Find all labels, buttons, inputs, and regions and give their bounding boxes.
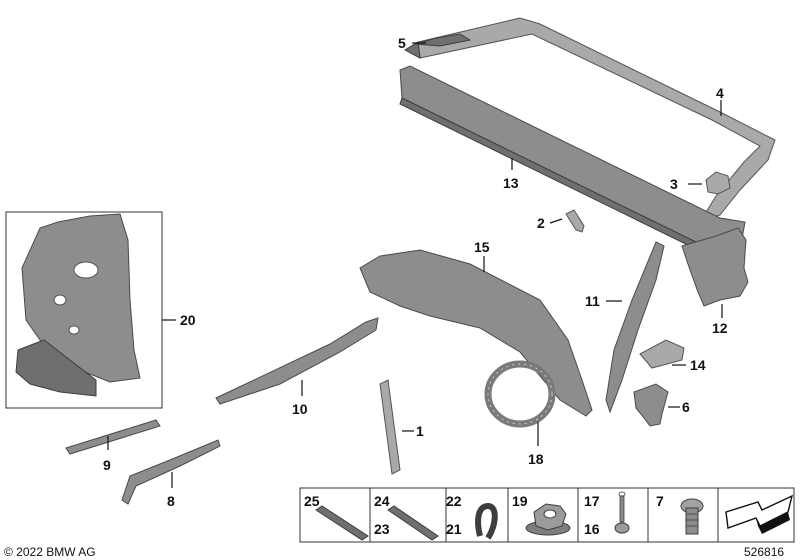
callout-12: 12: [712, 320, 728, 336]
part-number-19: 19: [512, 493, 528, 509]
part-number-24: 24: [374, 493, 390, 509]
strip-part-9[interactable]: [65, 419, 161, 455]
trim-piece-part-5[interactable]: [415, 33, 472, 47]
strip-cell-part-24-23[interactable]: [387, 505, 439, 541]
strip-part-8[interactable]: [121, 439, 221, 505]
direction-arrow-icon: [725, 494, 794, 534]
callout-10: 10: [292, 401, 308, 417]
callout-18: 18: [528, 451, 544, 467]
strip-cell-part-25[interactable]: [315, 505, 369, 541]
callout-1: 1: [416, 423, 424, 439]
part-number-25: 25: [304, 493, 320, 509]
part-number-23: 23: [374, 521, 390, 537]
callout-3: 3: [670, 176, 678, 192]
trim-strip-part-11[interactable]: [605, 241, 665, 414]
callout-2: 2: [537, 215, 545, 231]
bracket-part-3[interactable]: [705, 171, 731, 195]
rear-shelf-panel-part-13[interactable]: [399, 65, 746, 257]
small-parts-strip: [299, 487, 795, 543]
nut-icon-part-19[interactable]: [525, 503, 571, 536]
clip-part-2[interactable]: [565, 209, 585, 233]
part-number-21: 21: [446, 521, 462, 537]
copyright-text: © 2022 BMW AG: [4, 545, 96, 559]
trim-cover-part-14[interactable]: [639, 339, 685, 369]
callout-15: 15: [474, 239, 490, 255]
part-number-22: 22: [446, 493, 462, 509]
part-number-16: 16: [584, 521, 600, 537]
callout-6: 6: [682, 399, 690, 415]
bolt-icon-part-17-16[interactable]: [614, 491, 630, 534]
part-number-17: 17: [584, 493, 600, 509]
callout-4: 4: [716, 85, 724, 101]
callout-9: 9: [103, 457, 111, 473]
strip-part-1[interactable]: [379, 379, 401, 475]
callout-5: 5: [398, 35, 406, 51]
callout-13: 13: [503, 175, 519, 191]
screw-icon-part-7[interactable]: [680, 498, 704, 535]
speaker-ring-part-18[interactable]: [484, 360, 556, 428]
side-trim-part-15[interactable]: [359, 249, 593, 417]
callout-8: 8: [167, 493, 175, 509]
side-panel-part-12[interactable]: [681, 227, 749, 307]
callout-11: 11: [585, 293, 600, 309]
inset-frame-part-20: [5, 211, 163, 409]
callout-14: 14: [690, 357, 706, 373]
part-number-7: 7: [656, 493, 664, 509]
holder-part-6[interactable]: [633, 383, 669, 427]
wheel-arch-trim-part-20[interactable]: [15, 213, 141, 397]
diagram-number: 526816: [744, 545, 784, 559]
sill-trim-part-10[interactable]: [215, 317, 379, 405]
callout-20: 20: [180, 312, 196, 328]
strip-cell-part-22-21[interactable]: [475, 502, 498, 540]
